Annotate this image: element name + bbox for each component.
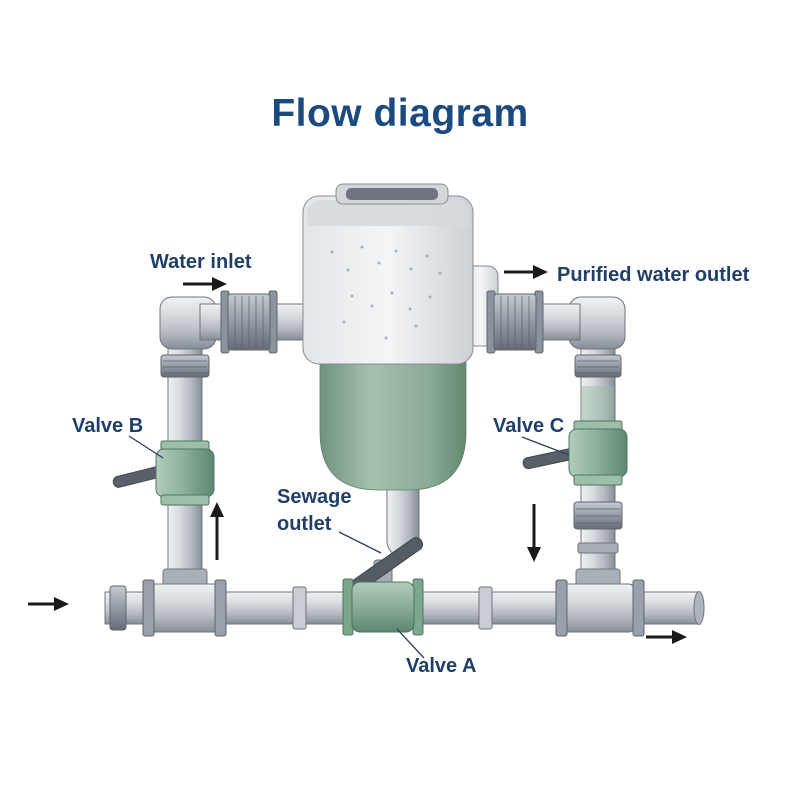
valve-b [112, 440, 215, 506]
right-tee-collar-right [632, 579, 645, 637]
outlet-elbow-collar [574, 354, 622, 378]
outflow-arrow-icon [672, 630, 687, 644]
outlet-flow-arrow-icon [533, 265, 548, 279]
valve-c-body [568, 428, 628, 478]
right-tee-body [561, 583, 635, 633]
left-tee-collar-right [214, 579, 227, 637]
purified-water-outlet-label: Purified water outlet [557, 264, 750, 286]
sewage-leader-line [338, 531, 382, 554]
left-tee-top-collar [162, 568, 208, 587]
outlet-nut-ridges [500, 296, 530, 348]
bottom-pipe-left-flange [109, 585, 127, 631]
inlet-elbow-collar [160, 354, 210, 378]
filter-tank [319, 349, 467, 491]
device-top-band [307, 200, 469, 226]
valve-b-leader-line [128, 435, 164, 459]
right-tee-top-collar [575, 568, 621, 587]
sewage-outlet-label-line1: Sewage [277, 486, 351, 508]
device-handle-slot [346, 188, 438, 200]
right-pipe-green-segment [582, 386, 614, 424]
valve-a [342, 537, 424, 636]
inlet-nut-ridges [234, 296, 264, 348]
check-valve-ridges [576, 508, 620, 524]
device-speckles [330, 245, 442, 340]
outlet-coupling-nut [486, 290, 544, 354]
valve-b-label: Valve B [72, 415, 143, 437]
bottom-pipe-joint-ring-right [478, 586, 493, 630]
check-valve-ring [577, 542, 619, 554]
page-title: Flow diagram [271, 92, 529, 135]
right-tee [555, 568, 645, 637]
valve-c-collar-bottom [573, 474, 623, 486]
bottom-pipe-joint-ring-left [292, 586, 307, 630]
down-flow-arrow-icon [527, 547, 541, 562]
purifier-device [302, 183, 499, 558]
right-tee-collar-left [555, 579, 568, 637]
outlet-collar-ridges [577, 360, 619, 374]
water-inlet-label: Water inlet [150, 251, 252, 273]
valve-a-label: Valve A [406, 655, 476, 677]
left-tee [142, 568, 227, 637]
left-tee-body [148, 583, 222, 633]
bottom-pipe-right-end-cap [693, 591, 705, 625]
inlet-collar-ridges [163, 360, 207, 374]
valve-a-leader-line [396, 628, 425, 659]
flow-arrows [28, 265, 687, 644]
valve-a-body [351, 581, 415, 633]
up-flow-arrow-icon [210, 502, 224, 517]
valve-b-collar-bottom [160, 494, 210, 506]
inlet-flow-arrow-icon [212, 277, 227, 291]
valve-b-body [155, 448, 215, 498]
valve-c-label: Valve C [493, 415, 564, 437]
inflow-arrow-icon [54, 597, 69, 611]
sewage-outlet-label-line2: outlet [277, 513, 332, 535]
inlet-coupling-nut [220, 290, 278, 354]
check-valve [573, 501, 623, 554]
valve-c [522, 420, 628, 486]
left-tee-collar-left [142, 579, 155, 637]
valve-c-leader-line [521, 436, 570, 456]
